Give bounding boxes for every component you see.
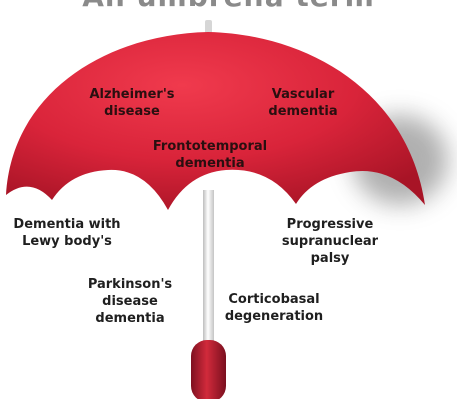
label-progressive-supranuclear-palsy: Progressive supranuclear palsy [270, 216, 390, 267]
label-vascular-dementia: Vascular dementia [258, 86, 348, 120]
diagram-title: An umbrella term [0, 0, 457, 13]
label-parkinsons-disease-dementia: Parkinson's disease dementia [84, 276, 176, 327]
label-alzheimers-disease: Alzheimer's disease [82, 86, 182, 120]
label-frontotemporal-dementia: Frontotemporal dementia [146, 138, 274, 172]
label-corticobasal-degeneration: Corticobasal degeneration [222, 291, 326, 325]
label-dementia-with-lewy-bodies: Dementia with Lewy body's [6, 216, 128, 250]
umbrella-handle [191, 340, 226, 399]
umbrella-shaft [203, 190, 214, 348]
